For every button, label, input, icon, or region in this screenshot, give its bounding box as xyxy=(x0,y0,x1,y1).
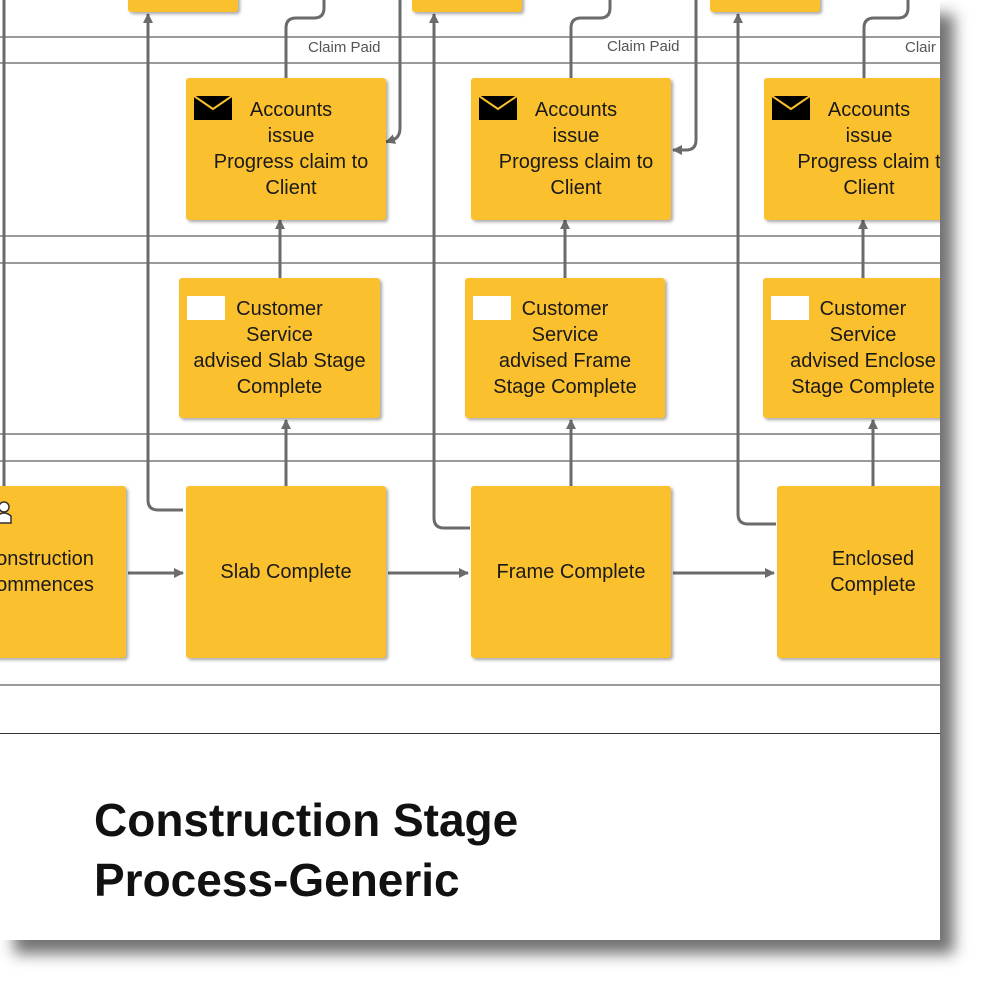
top-box xyxy=(710,0,820,12)
page-title-line: Process-Generic xyxy=(94,854,460,906)
accounts-progress-claim-box[interactable]: Accounts issue Progress claim t Client xyxy=(764,78,940,220)
message-card-icon xyxy=(771,296,809,320)
box-label: onstruction ommences xyxy=(0,548,94,596)
section-divider xyxy=(0,733,940,734)
envelope-icon xyxy=(772,96,810,120)
box-label: Accounts issue Progress claim t Client xyxy=(797,99,940,199)
frame-complete-box[interactable]: Frame Complete xyxy=(471,486,671,658)
connector xyxy=(385,0,402,144)
page-title-line: Construction Stage xyxy=(94,794,519,846)
construction-commences-box[interactable]: onstruction ommences xyxy=(0,486,126,658)
customer-service-advised-box[interactable]: Customer Service advised Frame Stage Com… xyxy=(465,278,665,418)
box-label: Customer Service advised Enclose Stage C… xyxy=(790,298,936,398)
connector xyxy=(672,0,698,155)
document-page: Claim Paid Claim Paid Clair Accounts iss… xyxy=(0,0,940,910)
envelope-icon xyxy=(479,96,517,120)
envelope-icon xyxy=(194,96,232,120)
accounts-progress-claim-box[interactable]: Accounts issue Progress claim to Client xyxy=(186,78,386,220)
connector-lines xyxy=(2,0,910,578)
message-card-icon xyxy=(473,296,511,320)
accounts-progress-claim-box[interactable]: Accounts issue Progress claim to Client xyxy=(471,78,671,220)
lane-line xyxy=(0,460,940,462)
lane-line xyxy=(0,62,940,64)
box-label: Enclosed Complete xyxy=(830,548,916,596)
connector xyxy=(862,0,910,78)
box-label: Frame Complete xyxy=(496,561,646,583)
customer-service-advised-box[interactable]: Customer Service advised Slab Stage Comp… xyxy=(179,278,380,418)
flow-label-claim-paid: Claim Paid xyxy=(604,38,683,55)
worker-icon xyxy=(0,501,12,524)
slab-complete-box[interactable]: Slab Complete xyxy=(186,486,386,658)
lane-line xyxy=(0,684,940,686)
message-card-icon xyxy=(187,296,225,320)
lane-line xyxy=(0,36,940,38)
top-box xyxy=(412,0,522,12)
lane-line xyxy=(0,433,940,435)
box-label: Slab Complete xyxy=(220,561,352,583)
connector xyxy=(569,0,612,78)
flow-label-claim-paid: Clair xyxy=(902,39,939,56)
lane-line xyxy=(0,235,940,237)
connector xyxy=(429,13,470,530)
page-title: Construction Stage Process-Generic xyxy=(94,790,518,910)
process-diagram: Claim Paid Claim Paid Clair Accounts iss… xyxy=(0,0,940,686)
enclosed-complete-box[interactable]: Enclosed Complete xyxy=(777,486,940,658)
connector xyxy=(733,13,776,526)
connector xyxy=(284,0,326,78)
flow-label-claim-paid: Claim Paid xyxy=(305,39,384,56)
box-label: Customer Service advised Frame Stage Com… xyxy=(493,298,637,398)
customer-service-advised-box[interactable]: Customer Service advised Enclose Stage C… xyxy=(763,278,940,418)
lane-line xyxy=(0,262,940,264)
box-label: Accounts issue Progress claim to Client xyxy=(498,99,654,199)
connector xyxy=(143,13,183,512)
box-label: Accounts issue Progress claim to Client xyxy=(213,99,369,199)
box-label: Customer Service advised Slab Stage Comp… xyxy=(193,298,366,398)
top-box xyxy=(128,0,238,12)
